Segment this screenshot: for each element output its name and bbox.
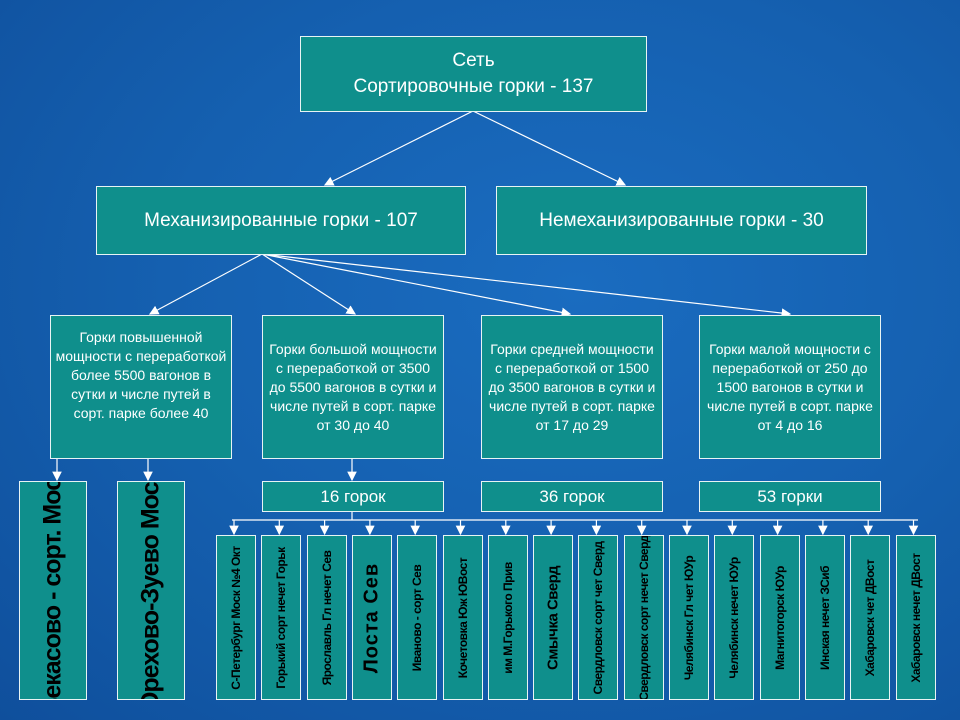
- station-box: Хабаровск чет ДВост: [850, 535, 891, 700]
- station-label: С-Петербург Моск №4 Окт: [229, 545, 243, 690]
- station-box: Челябинск нечет ЮУр: [714, 535, 755, 700]
- station-label: Лоста Сев: [360, 562, 383, 673]
- station-box: Челябинск Гл чет ЮУр: [669, 535, 709, 700]
- station-label: Ярославль Гл нечет Сев: [319, 550, 334, 685]
- root-box: Сеть Сортировочные горки - 137: [300, 36, 647, 112]
- station-box: Иваново - сорт Сев: [397, 535, 438, 700]
- station-box: Инская нечет ЗСиб: [804, 535, 845, 700]
- count-large: 16 горок: [262, 481, 444, 512]
- station-box: им М.Горького Прив: [487, 535, 528, 700]
- root-subtitle: Сортировочные горки - 137: [353, 76, 594, 97]
- station-label: Инская нечет ЗСиб: [817, 565, 832, 670]
- mechanized-box: Механизированные горки - 107: [96, 186, 466, 255]
- category-large: Горки большой мощности с переработкой от…: [262, 315, 444, 459]
- station-label: Хабаровск чет ДВост: [863, 559, 878, 676]
- station-label: Орехово-Зуево Моск: [136, 481, 165, 700]
- station-label: Челябинск нечет ЮУр: [727, 556, 742, 679]
- station-box: Свердловск сорт нечет Сверд: [623, 535, 664, 700]
- station-label: Свердловск сорт нечет Сверд: [636, 535, 651, 700]
- category-small: Горки малой мощности с переработкой от 2…: [699, 315, 881, 459]
- station-box: Ярославль Гл нечет Сев: [306, 535, 347, 700]
- station-box: Бекасово - сорт. Моск: [19, 481, 87, 700]
- station-box: Горький сорт нечет Горьк: [261, 535, 302, 700]
- category-medium: Горки средней мощности с переработкой от…: [481, 315, 663, 459]
- count-medium: 36 горок: [481, 481, 663, 512]
- station-box: Кочетовка Юж ЮВост: [442, 535, 483, 700]
- station-label: Кочетовка Юж ЮВост: [455, 557, 470, 678]
- station-label: Иваново - сорт Сев: [410, 564, 425, 671]
- count-small: 53 горки: [699, 481, 881, 512]
- station-label: Магнитогорск ЮУр: [772, 565, 787, 670]
- station-box: Хабаровск нечет ДВост: [895, 535, 936, 700]
- root-title: Сеть: [452, 50, 495, 71]
- station-label: Хабаровск нечет ДВост: [908, 552, 923, 683]
- station-box: Лоста Сев: [351, 535, 392, 700]
- station-box: С-Петербург Моск №4 Окт: [216, 535, 256, 700]
- station-box: Свердловск сорт чет Сверд: [578, 535, 619, 700]
- category-highest: Горки повышенной мощности с переработкой…: [50, 315, 232, 459]
- station-label: Челябинск Гл чет ЮУр: [682, 555, 696, 680]
- station-label: Свердловск сорт чет Сверд: [591, 541, 606, 694]
- station-label: им М.Горького Прив: [500, 561, 515, 674]
- non-mechanized-box: Немеханизированные горки - 30: [496, 186, 867, 255]
- station-box: Магнитогорск ЮУр: [759, 535, 800, 700]
- station-label: Горький сорт нечет Горьк: [274, 546, 289, 689]
- station-box: Орехово-Зуево Моск: [117, 481, 185, 700]
- station-label: Смычка Сверд: [544, 565, 562, 670]
- station-box: Смычка Сверд: [533, 535, 574, 700]
- station-label: Бекасово - сорт. Моск: [38, 481, 67, 700]
